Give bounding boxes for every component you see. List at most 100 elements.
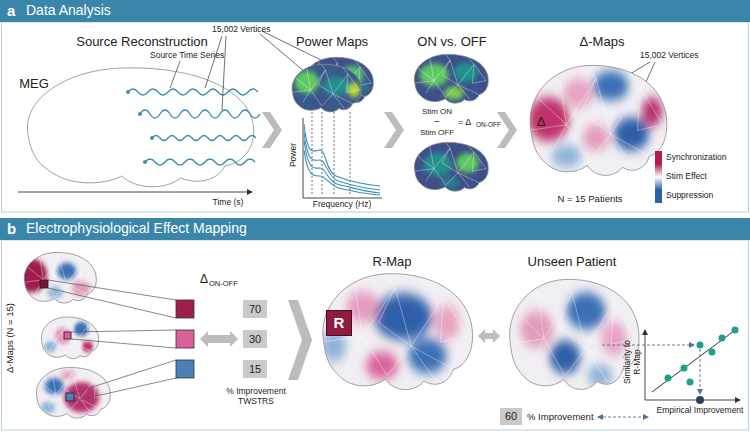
roi-marker xyxy=(40,280,48,288)
leader-line xyxy=(48,288,176,318)
stim-off-brain xyxy=(410,140,490,193)
patient-brain xyxy=(82,341,93,352)
r-map-brain xyxy=(314,268,476,395)
scatter-chart xyxy=(652,328,738,392)
label-text: Frequency (Hz) xyxy=(313,200,372,210)
stim-on-brain xyxy=(414,54,488,103)
stim-off-brain xyxy=(410,140,490,193)
delta-map-brain xyxy=(528,71,663,167)
colorbar xyxy=(655,164,662,190)
leader-line xyxy=(74,378,176,401)
source-dot xyxy=(138,112,142,116)
label-text: Δ-Maps xyxy=(580,35,625,50)
source-dot xyxy=(126,90,130,94)
panel-title: b xyxy=(7,221,16,238)
score-box: 70 xyxy=(243,300,267,318)
label-text: 15,002 Vertices xyxy=(640,51,699,61)
patient-brain xyxy=(38,315,100,361)
delta-map-brain xyxy=(593,71,629,101)
power-spectrum-plot xyxy=(303,112,382,198)
leader-line xyxy=(71,330,176,332)
label-text: Source Time Series xyxy=(150,51,224,61)
meg-brain xyxy=(27,68,253,187)
power-spectrum-plot xyxy=(303,198,382,199)
label-text: − xyxy=(434,116,440,128)
stage-chevron xyxy=(262,112,282,148)
power-spectrum-plot xyxy=(303,118,304,198)
stim-on-brain xyxy=(410,52,490,105)
r-map-brain xyxy=(366,352,398,379)
stim-off-brain xyxy=(410,140,490,193)
power-spectrum-plot xyxy=(304,132,380,190)
patient-brain xyxy=(38,315,100,361)
score-box: 30 xyxy=(243,330,267,348)
source-time-series xyxy=(152,136,256,141)
power-spectrum-plot xyxy=(304,150,380,195)
stim-off-brain xyxy=(456,153,478,173)
power-map-brain xyxy=(288,62,363,114)
leader-line xyxy=(48,280,176,401)
delta-map-brain xyxy=(563,79,593,109)
unseen-patient-brain xyxy=(520,293,626,387)
power-spectrum-plot xyxy=(304,124,380,186)
stage-chevron xyxy=(384,112,404,148)
stage-chevron xyxy=(288,300,312,380)
delta-map-brain xyxy=(522,60,670,180)
colorbar xyxy=(655,164,662,190)
stim-off-brain xyxy=(440,176,459,189)
source-time-series xyxy=(128,89,260,165)
legend-swatch xyxy=(655,151,662,165)
scatter-chart xyxy=(645,400,740,401)
scatter-chart xyxy=(645,330,646,400)
label-text: Similarity to R-Map xyxy=(623,339,643,385)
label-text: Δ xyxy=(200,273,208,287)
label-text: Empirical Improvement xyxy=(657,406,744,416)
source-time-series xyxy=(145,159,255,165)
label-text: MEG xyxy=(19,77,49,92)
unseen-patient-brain xyxy=(587,365,612,387)
label-text: Source Reconstruction xyxy=(76,35,208,50)
label-text: Stim Effect xyxy=(666,172,707,182)
leader-line xyxy=(48,280,176,300)
legend-text: Suppression xyxy=(666,191,713,201)
delta-map-brain xyxy=(522,60,670,180)
patient-brain xyxy=(32,365,112,420)
panel-title: a xyxy=(7,3,15,20)
legend-text: Synchronization xyxy=(666,153,726,163)
patient-brain xyxy=(57,263,76,280)
power-map-brain xyxy=(288,62,363,114)
source-time-series xyxy=(140,110,260,118)
unseen-patient-brain xyxy=(502,274,642,394)
label-text: Δ-Maps (N = 15) xyxy=(5,303,16,373)
label-text: % Improvement xyxy=(527,412,594,423)
delta-map-brain xyxy=(522,60,670,180)
label-text: Δ xyxy=(537,115,546,130)
scatter-chart xyxy=(732,327,739,334)
unseen-patient-brain xyxy=(520,311,554,348)
patient-brain xyxy=(54,328,71,345)
patient-brain xyxy=(36,367,110,418)
power-spectrum-plot xyxy=(304,140,380,193)
r-map-brain xyxy=(434,305,460,340)
source-dot xyxy=(150,136,154,140)
scatter-chart xyxy=(665,375,672,382)
roi-marker xyxy=(40,280,74,401)
delta-map-brain xyxy=(529,66,662,168)
scatter-chart xyxy=(719,335,726,342)
label-text: ON vs. OFF xyxy=(417,35,486,50)
scatter-chart xyxy=(709,349,716,356)
time-axis xyxy=(18,192,252,193)
r-map-brain xyxy=(314,268,476,395)
stage-chevron xyxy=(497,112,517,148)
delta-value-square xyxy=(176,300,194,378)
time-axis xyxy=(18,192,252,193)
label-text: Stim OFF xyxy=(420,128,454,137)
patient-brain xyxy=(41,402,55,414)
stim-off-brain xyxy=(414,142,488,191)
score-box: 15 xyxy=(243,360,267,378)
roi-marker xyxy=(66,393,74,401)
leader-line xyxy=(71,339,176,348)
stim-off-brain xyxy=(424,153,453,176)
patient-brain xyxy=(16,259,90,299)
label-text: Unseen Patient xyxy=(528,255,617,270)
